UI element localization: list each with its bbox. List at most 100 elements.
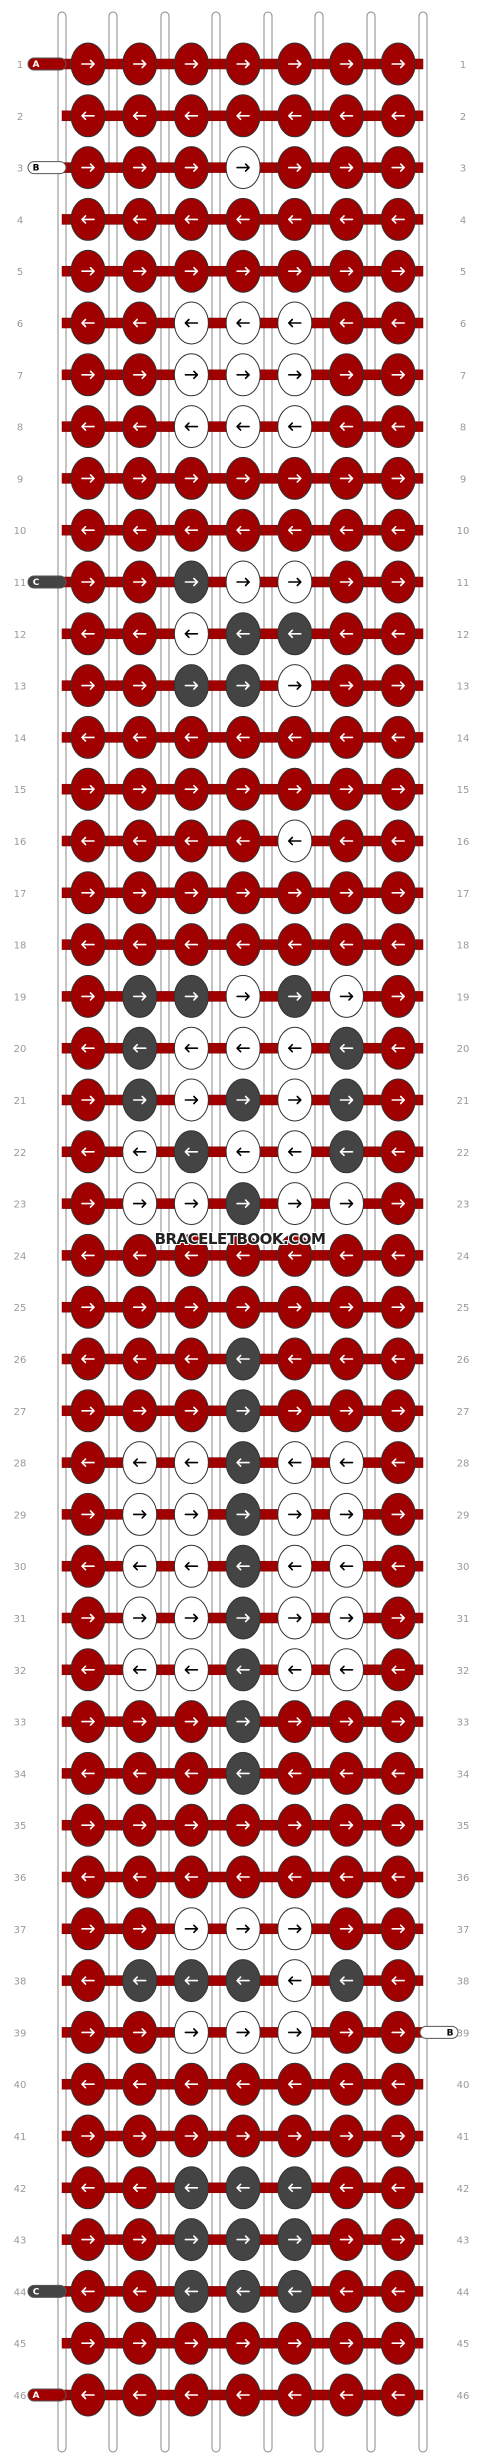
knot [173,2373,209,2417]
knot [329,767,364,811]
knot [225,1700,261,1744]
knot [122,715,158,759]
arrow-right-icon [184,2235,199,2244]
knot [329,1907,364,1951]
arrow-right-icon [184,266,199,276]
arrow-left-icon [236,1147,250,1157]
arrow-right-icon [236,1406,250,1416]
knot [380,94,416,138]
row-number-right: 17 [457,889,470,900]
arrow-left-icon [391,629,405,639]
thread-lane [418,11,428,2453]
row-number-right: 15 [457,785,470,796]
knot [122,1700,158,1744]
knot [225,2114,261,2158]
row-number-right: 13 [457,682,470,693]
arrow-left-icon [184,1043,199,1053]
arrow-right-icon [339,1406,354,1416]
arrow-left-icon [184,318,199,328]
knot [70,767,106,811]
knot [173,301,209,345]
arrow-left-icon [288,1251,302,1260]
knot [329,1389,364,1433]
row-number-right: 7 [460,371,466,382]
knot [329,2269,364,2313]
string-end-label: B [33,164,40,174]
arrow-left-icon [391,836,405,846]
knot [329,1337,364,1381]
knot [380,2166,416,2210]
arrow-left-icon [236,2390,250,2400]
arrow-left-icon [339,318,354,328]
arrow-left-icon [132,2287,147,2296]
arrow-left-icon [236,525,250,535]
knot [70,1233,106,1277]
arrow-right-icon [236,2131,250,2141]
knot [277,1337,313,1381]
knot [225,353,261,397]
arrow-left-icon [288,2079,302,2089]
arrow-right-icon [132,59,147,69]
knot [122,456,158,500]
knot [380,1959,416,2003]
arrow-left-icon [288,525,302,535]
row-number-right: 44 [457,2287,470,2298]
arrow-right-icon [132,1613,147,1623]
row-number-right: 10 [457,526,470,537]
arrow-right-icon [236,681,250,690]
row-number-left: 5 [17,267,23,278]
knot [380,664,416,708]
arrow-right-icon [236,59,250,69]
knot [70,2218,106,2262]
arrow-right-icon [81,681,95,690]
arrow-right-icon [288,992,302,1001]
arrow-right-icon [81,1717,95,1726]
knot [380,1026,416,1070]
arrow-left-icon [339,733,354,742]
arrow-left-icon [288,1043,302,1053]
knot [380,1648,416,1692]
thread-lane [160,11,170,2453]
arrow-left-icon [132,525,147,535]
arrow-left-icon [236,422,250,431]
knot [173,2010,209,2054]
knot [122,1182,158,1226]
arrow-left-icon [391,1665,405,1675]
arrow-right-icon [81,2338,95,2348]
knot [122,2373,158,2417]
arrow-left-icon [81,629,95,639]
knot [277,1959,313,2003]
knot [70,1026,106,1070]
knot [277,1803,313,1847]
arrow-left-icon [184,1665,199,1675]
arrow-left-icon [236,1561,250,1571]
arrow-right-icon [236,474,250,483]
arrow-right-icon [288,1820,302,1830]
arrow-right-icon [132,2338,147,2348]
arrow-right-icon [391,577,405,587]
knot [122,2269,158,2313]
row-number-right: 16 [457,837,470,848]
row-number-right: 28 [457,1459,470,1470]
knot [380,1751,416,1795]
arrow-left-icon [132,215,147,224]
arrow-right-icon [81,1199,95,1208]
arrow-left-icon [288,111,302,121]
knot [70,1441,106,1485]
arrow-right-icon [81,1406,95,1416]
knot [70,1648,106,1692]
knot [70,1130,106,1174]
knot [225,197,261,241]
row-number-left: 27 [14,1407,27,1418]
arrow-right-icon [391,59,405,69]
knot [70,2373,106,2417]
arrow-left-icon [81,1665,95,1675]
arrow-right-icon [391,2131,405,2141]
knot [277,767,313,811]
knot [329,197,364,241]
arrow-right-icon [184,2131,199,2141]
arrow-right-icon [339,2338,354,2348]
knot [122,1492,158,1536]
arrow-left-icon [132,318,147,328]
arrow-right-icon [288,1717,302,1726]
